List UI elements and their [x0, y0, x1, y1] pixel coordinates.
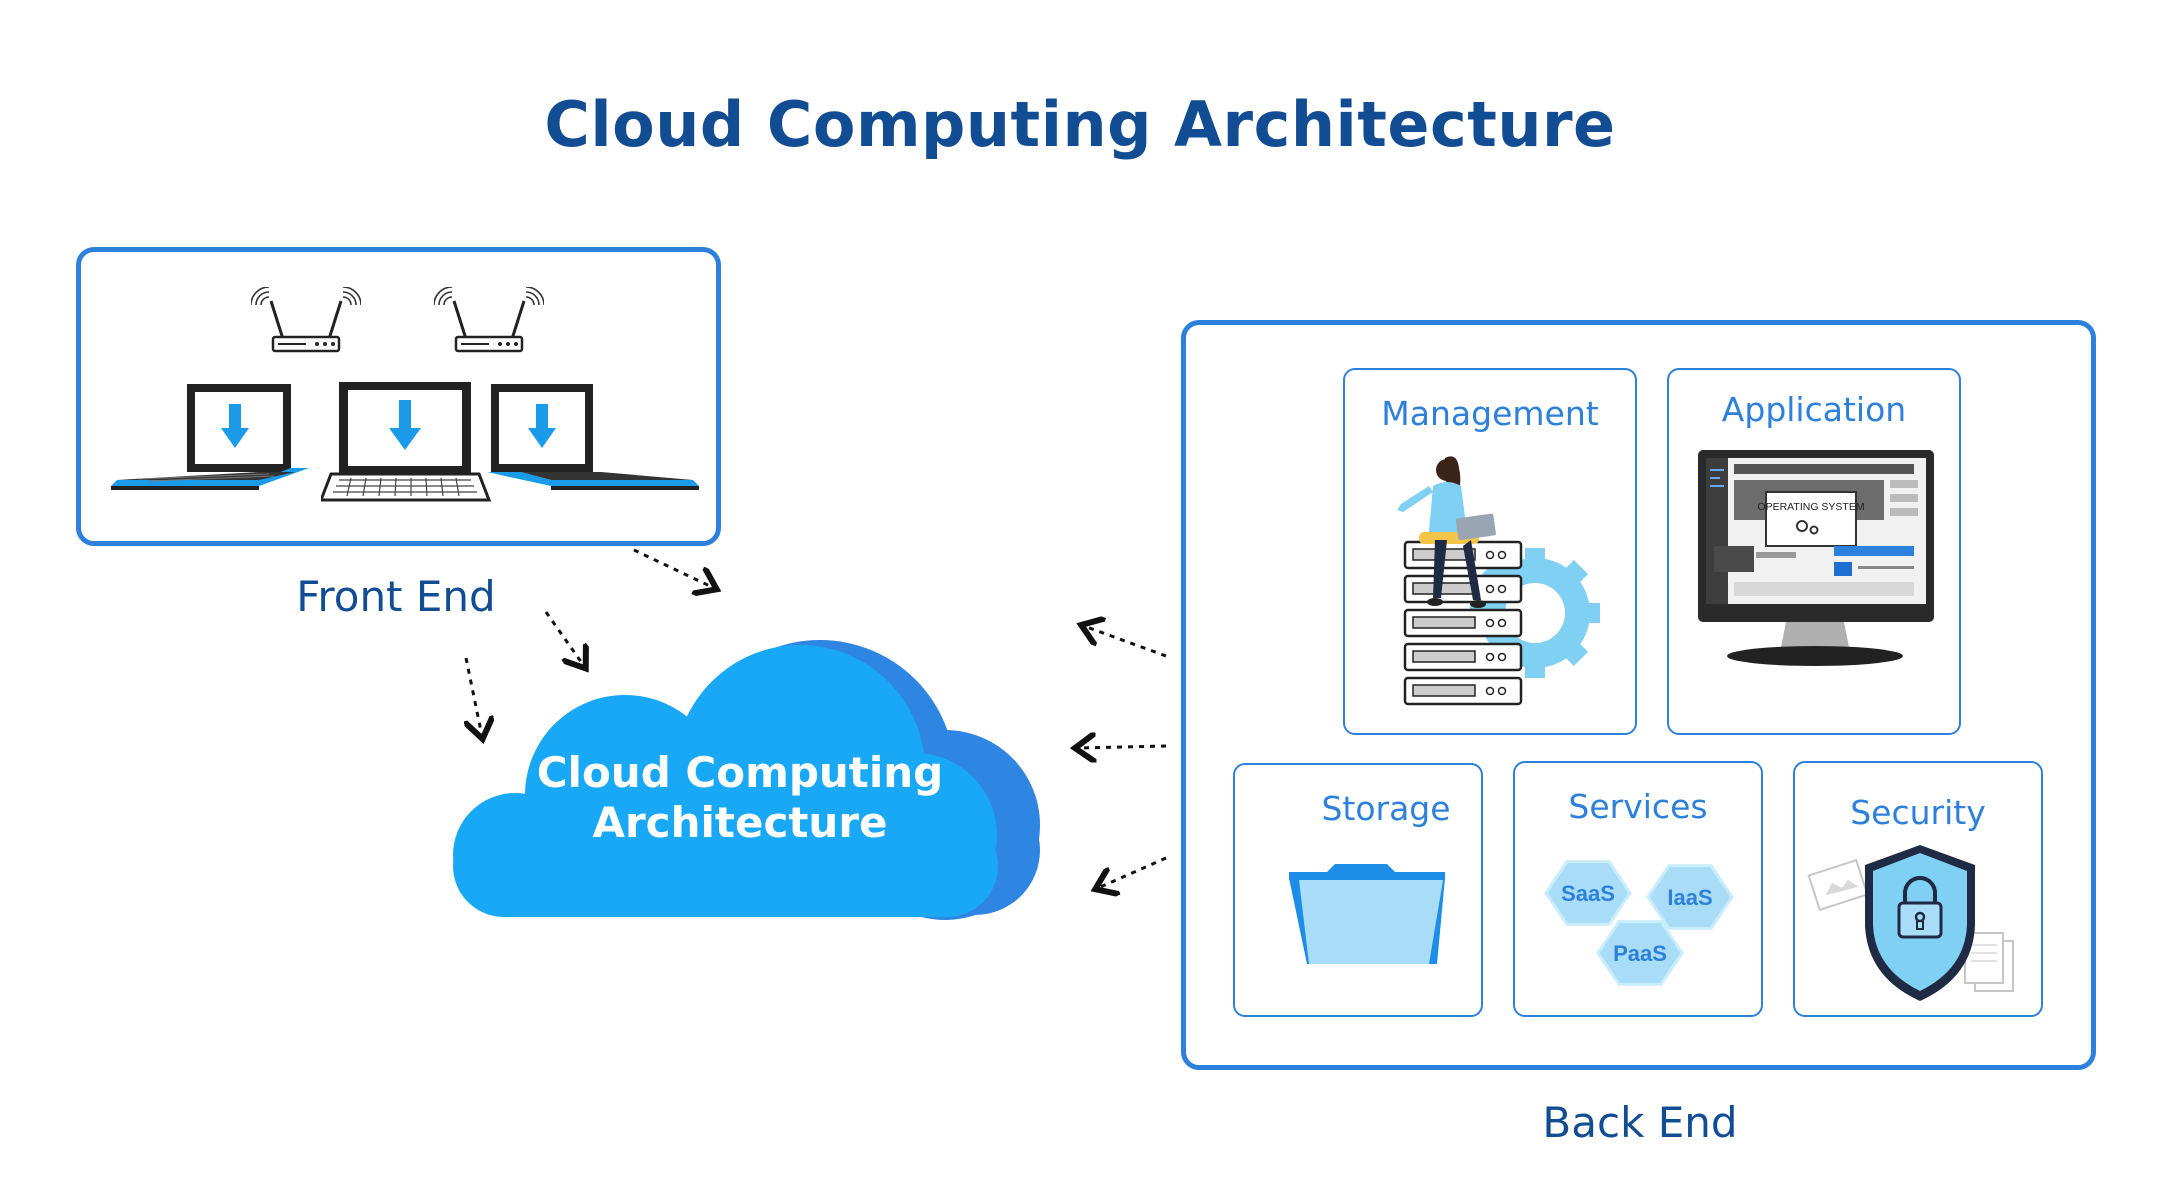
- service-hexagon: [1646, 864, 1734, 930]
- os-screen-text: OPERATING SYSTEM: [1757, 501, 1864, 513]
- laptop-download-icon: [487, 384, 699, 490]
- cloud-label-line1: Cloud Computing: [536, 748, 944, 797]
- cloud-label: Cloud Computing Architecture: [505, 748, 975, 848]
- security-title: Security: [1850, 793, 1986, 832]
- wifi-router-icon: [251, 287, 361, 353]
- front-end-panel: [76, 247, 721, 546]
- server-rack-icon: [1397, 456, 1600, 706]
- laptop-download-icon: [111, 384, 309, 490]
- service-hexagon: [1544, 860, 1632, 926]
- connector-arrows-front: [440, 548, 760, 770]
- front-end-label: Front End: [296, 572, 496, 621]
- cloud-shape: [453, 640, 1040, 920]
- service-hexagon: [1596, 920, 1684, 986]
- management-card: Management: [1343, 368, 1637, 735]
- storage-card: Storage: [1233, 763, 1483, 1017]
- storage-title: Storage: [1321, 789, 1451, 828]
- monitor-icon: OPERATING SYSTEM: [1698, 450, 1934, 666]
- services-card: Services SaaS IaaS PaaS: [1513, 761, 1763, 1017]
- back-end-label: Back End: [1542, 1098, 1738, 1147]
- service-label: PaaS: [1613, 941, 1667, 966]
- application-title: Application: [1721, 390, 1907, 429]
- service-label: SaaS: [1561, 881, 1615, 906]
- shield-lock-icon: [1807, 845, 2014, 1001]
- wifi-router-icon: [434, 287, 544, 353]
- application-card: Application OPERATING SYSTEM: [1667, 368, 1961, 735]
- person-figure: [1397, 456, 1496, 608]
- services-title: Services: [1568, 787, 1708, 826]
- folder-icon: [1289, 864, 1445, 964]
- service-label: IaaS: [1667, 885, 1712, 910]
- management-title: Management: [1381, 394, 1599, 433]
- cloud-label-line2: Architecture: [592, 798, 888, 847]
- laptop-download-icon: [321, 382, 491, 502]
- diagram-title: Cloud Computing Architecture: [544, 88, 1616, 161]
- services-hexagons: SaaS IaaS PaaS: [1544, 860, 1734, 986]
- connector-arrows-back: [1060, 600, 1167, 900]
- security-card: Security: [1793, 761, 2043, 1017]
